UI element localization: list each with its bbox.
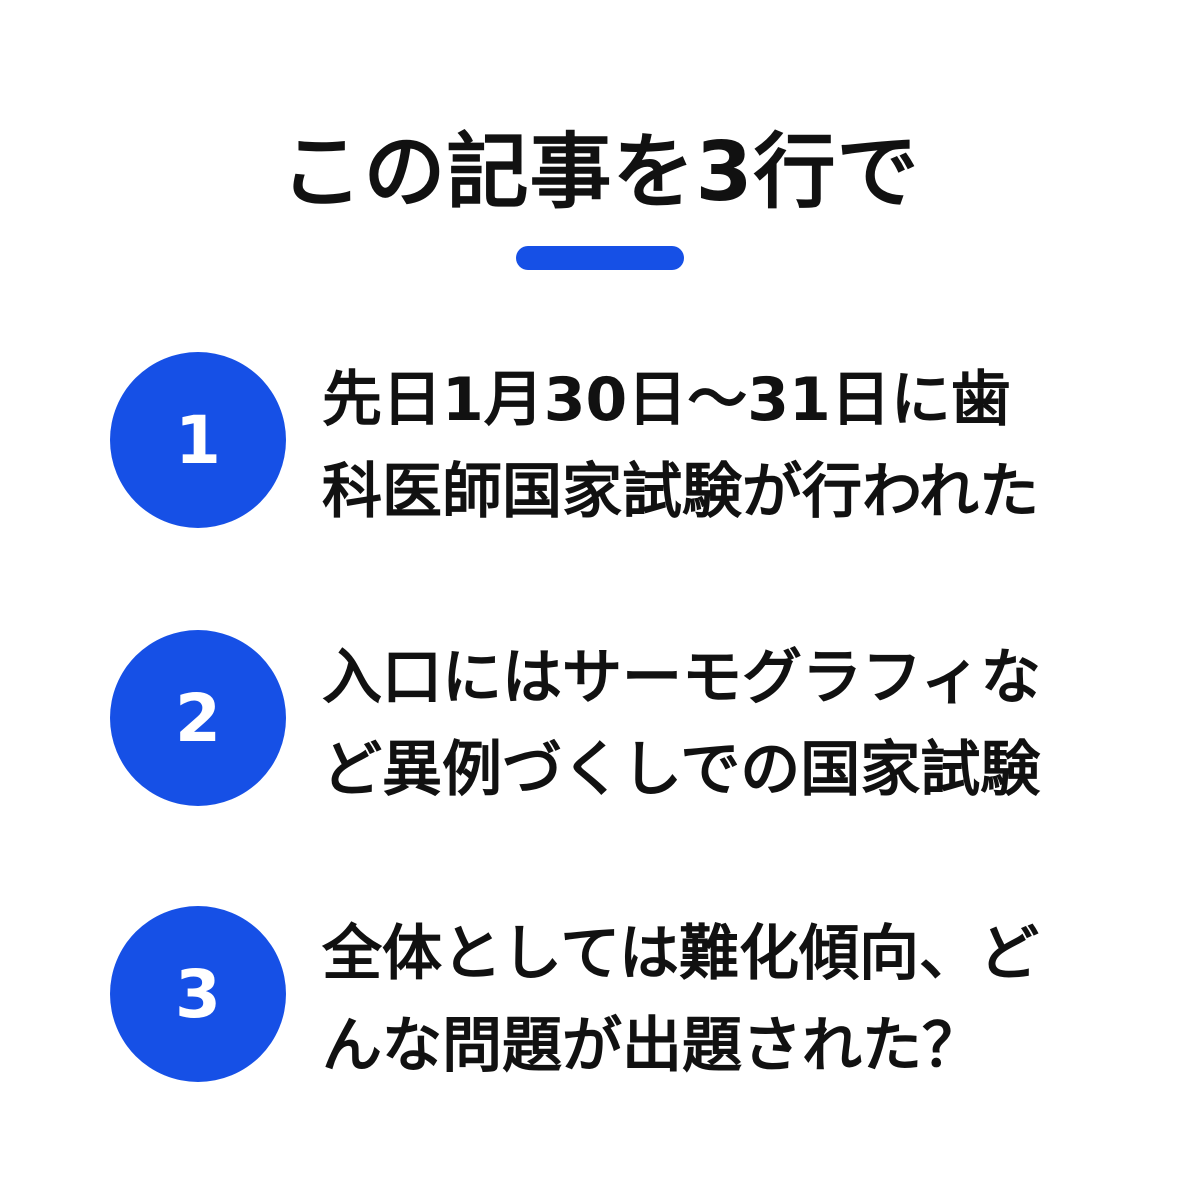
item-line: 先日1月30日〜31日に歯 (322, 365, 1011, 435)
item-text: 入口にはサーモグラフィな ど異例づくしでの国家試験 (322, 632, 1182, 816)
item-text: 先日1月30日〜31日に歯 科医師国家試験が行われた (322, 354, 1182, 538)
item-line: 入口にはサーモグラフィな (322, 643, 1041, 713)
page-title: この記事を3行で (280, 125, 920, 220)
number-badge: 1 (110, 352, 286, 528)
item-text: 全体としては難化傾向、ど んな問題が出題された？ (322, 908, 1182, 1092)
item-line: 全体としては難化傾向、ど (322, 919, 1039, 989)
list-item: 2 入口にはサーモグラフィな ど異例づくしでの国家試験 (110, 630, 1170, 806)
list-item: 1 先日1月30日〜31日に歯 科医師国家試験が行われた (110, 352, 1170, 528)
item-line: 科医師国家試験が行われた (322, 457, 1039, 527)
number-badge: 3 (110, 906, 286, 1082)
title-underline (516, 246, 684, 270)
number-badge: 2 (110, 630, 286, 806)
item-line: ど異例づくしでの国家試験 (322, 735, 1041, 805)
item-line: んな問題が出題された？ (322, 1011, 982, 1081)
list-item: 3 全体としては難化傾向、ど んな問題が出題された？ (110, 906, 1170, 1082)
